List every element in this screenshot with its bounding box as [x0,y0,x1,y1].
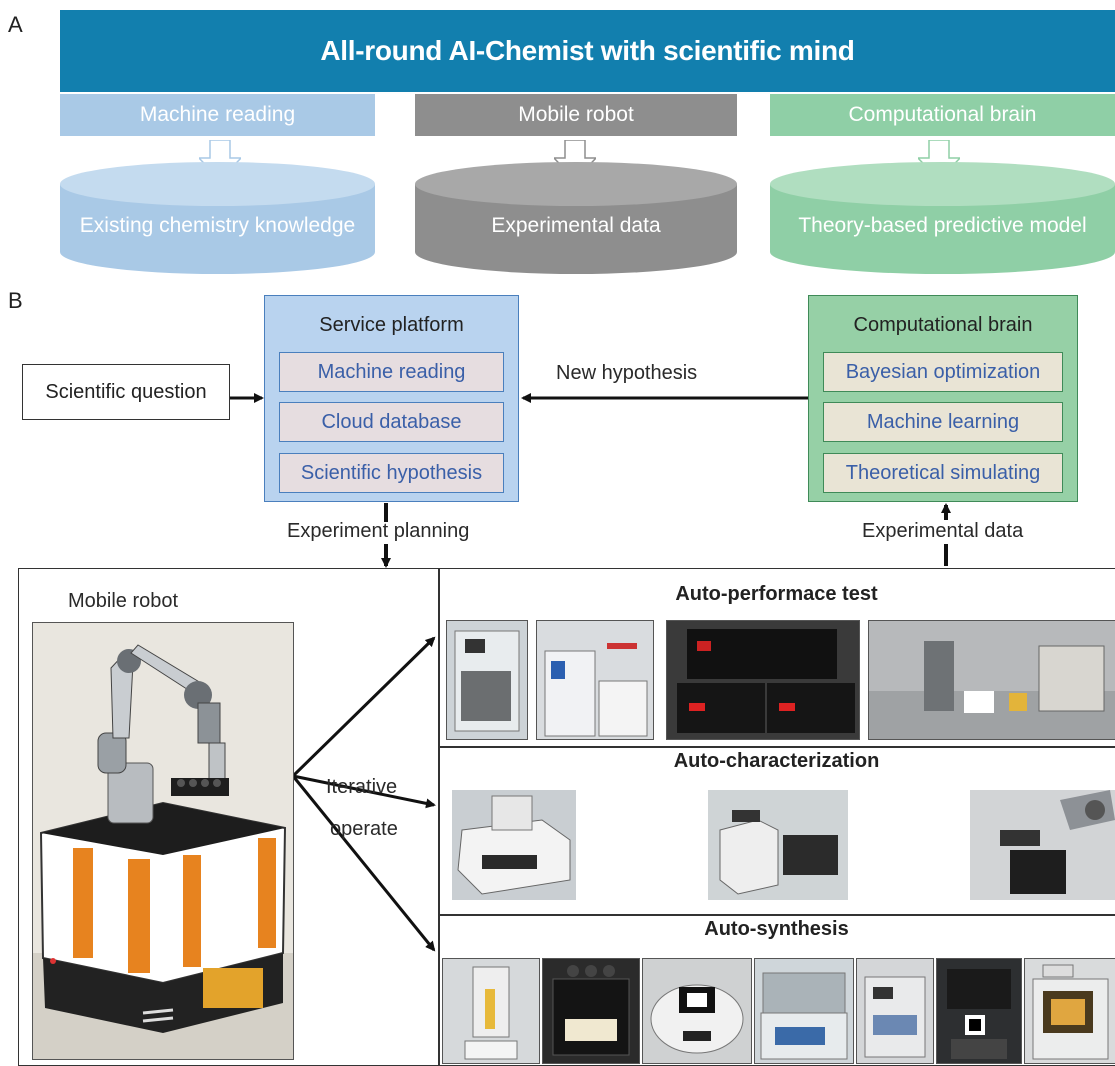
mobile-robot-photo [32,622,294,1060]
computational-brain-header: Computational brain [770,94,1115,136]
service-platform-box: Service platform Machine reading Cloud d… [264,295,519,502]
cloud-database-item: Cloud database [279,402,504,442]
panel-b-letter: B [8,288,23,313]
mobile-robot-header: Mobile robot [415,94,737,136]
performance-test-title: Auto-performace test [675,583,878,605]
predictive-model-cylinder: Theory-based predictive model [770,162,1115,274]
new-hypothesis-label: New hypothesis [556,362,698,384]
experimental-data-label: Experimental data [862,520,1024,542]
theoretical-simulating-item: Theoretical simulating [823,453,1063,493]
knowledge-cylinder-label: Existing chemistry knowledge [79,214,356,237]
panel-a-letter: A [8,12,23,37]
instrument-photo [868,620,1115,740]
service-platform-title: Service platform [319,314,464,336]
machine-reading-item: Machine reading [279,352,504,392]
mobile-robot-label: Mobile robot [68,590,179,612]
section-divider [438,914,1115,916]
instrument-photo [642,958,752,1064]
scientific-question-box: Scientific question [22,364,230,420]
knowledge-cylinder: Existing chemistry knowledge [60,162,375,274]
instrument-photo [542,958,640,1064]
instrument-photo [708,790,848,900]
instrument-photo [666,620,860,740]
computational-brain-title: Computational brain [853,314,1033,336]
instrument-photo [970,790,1115,900]
computational-brain-box: Computational brain Bayesian optimizatio… [808,295,1078,502]
synthesis-title: Auto-synthesis [704,918,849,940]
section-divider [438,746,1115,748]
main-title-banner: All-round AI-Chemist with scientific min… [60,10,1115,92]
characterization-title: Auto-characterization [673,750,880,772]
operate-label: operate [330,818,398,840]
experimental-data-cylinder-label: Experimental data [491,214,661,237]
experiment-planning-label: Experiment planning [287,520,470,542]
predictive-model-cylinder-label: Theory-based predictive model [798,214,1087,237]
machine-reading-header: Machine reading [60,94,375,136]
instrument-photo [452,790,576,900]
bayesian-optimization-item: Bayesian optimization [823,352,1063,392]
experimental-data-cylinder: Experimental data [415,162,737,274]
instrument-photo [936,958,1022,1064]
instrument-photo [442,958,540,1064]
instrument-photo [856,958,934,1064]
scientific-hypothesis-item: Scientific hypothesis [279,453,504,493]
instrument-photo [536,620,654,740]
machine-learning-item: Machine learning [823,402,1063,442]
instrument-photo [446,620,528,740]
instrument-photo [1024,958,1115,1064]
iterative-label: Iterative [326,776,398,798]
instrument-photo [754,958,854,1064]
